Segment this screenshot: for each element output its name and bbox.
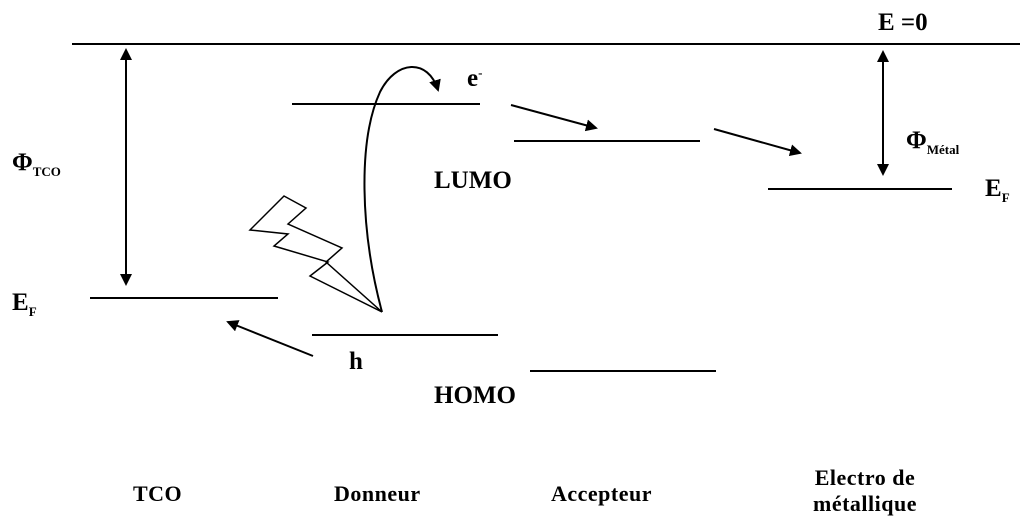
hole-label: h (349, 348, 363, 375)
lumo-label: LUMO (434, 167, 512, 194)
homo-label: HOMO (434, 382, 516, 409)
column-donneur: Donneur (334, 481, 421, 506)
column-tco: TCO (133, 481, 183, 506)
metal-fermi-label: EF (985, 175, 1010, 205)
tco-fermi-label: EF (12, 289, 37, 319)
vacuum-level-label: E =0 (878, 9, 928, 36)
electron-transfer-arrow-1 (510, 104, 598, 132)
photon-lightning-icon (248, 195, 383, 313)
electron-label: e- (467, 65, 483, 92)
column-electrode: Electro de métallique (772, 467, 958, 515)
column-accepteur: Accepteur (551, 481, 653, 506)
phi-metal-label: ΦMétal (906, 127, 960, 157)
electron-transfer-arrow-2 (713, 128, 802, 157)
column-electrode-line1: Electro de (814, 465, 916, 490)
column-electrode-line2: métallique (813, 491, 917, 516)
excitation-curved-arrow (363, 66, 441, 313)
phi-tco-label: ΦTCO (12, 149, 61, 179)
hole-transfer-arrow (226, 320, 314, 357)
